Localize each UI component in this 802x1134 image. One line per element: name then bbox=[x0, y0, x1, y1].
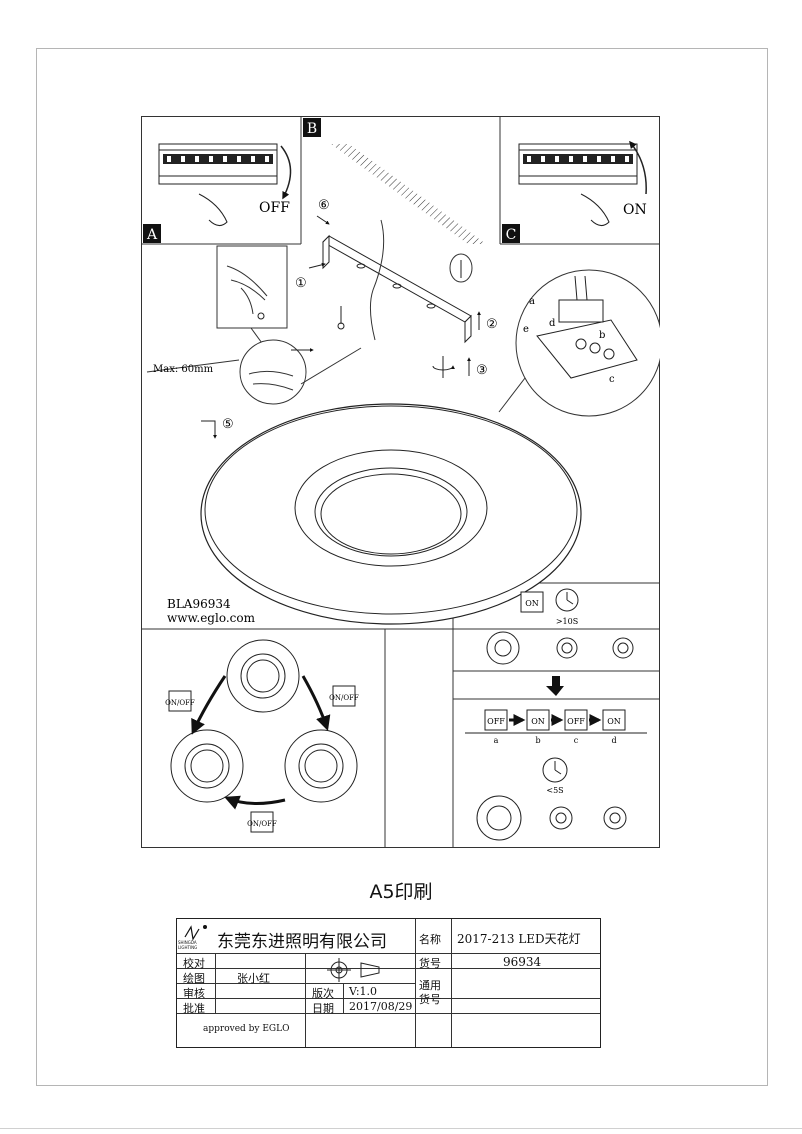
wire-label-b: b bbox=[599, 330, 605, 341]
on-label: ON bbox=[623, 202, 647, 218]
step-5-label: ⑤ bbox=[222, 417, 234, 432]
name-value: 2017-213 LED天花灯 bbox=[457, 932, 581, 946]
sequence-button-a: OFF bbox=[487, 717, 505, 726]
reset-on-button: ON bbox=[525, 599, 539, 608]
item-no-label: 货号 bbox=[419, 957, 441, 970]
ceiling-hatch bbox=[331, 144, 486, 244]
website: www.eglo.com bbox=[167, 611, 256, 625]
projection-symbol-icon bbox=[327, 958, 380, 982]
date-value: 2017/08/29 bbox=[349, 1000, 413, 1013]
sequence-button-d: ON bbox=[607, 717, 621, 726]
arrow-up-icon bbox=[629, 140, 647, 195]
logo-text: SHINGDA LIGHTING bbox=[178, 940, 198, 950]
general-label-2: 货号 bbox=[419, 993, 441, 1006]
step-6-label: ⑥ bbox=[318, 198, 330, 213]
breaker-box-icon bbox=[158, 143, 278, 185]
panel-c-label: C bbox=[506, 227, 517, 243]
arrow-down-icon bbox=[546, 686, 564, 696]
sequence-button-c: OFF bbox=[567, 717, 585, 726]
cycle-button-1: ON/OFF bbox=[165, 699, 195, 707]
hand-icon bbox=[580, 193, 610, 226]
sequence-timer-label: <5S bbox=[546, 786, 563, 795]
review-label: 审核 bbox=[183, 987, 205, 1000]
panel-b-label: B bbox=[307, 121, 317, 137]
installation-diagram: OFF A B ON C bbox=[141, 116, 660, 848]
print-title: A5印刷 bbox=[369, 881, 433, 903]
reset-panel: ON >10S OFF ON OFF ON a b c d <5S bbox=[465, 588, 647, 841]
panel-c: ON C bbox=[502, 140, 647, 243]
panel-a: OFF A bbox=[143, 143, 292, 243]
version-label: 版次 bbox=[312, 987, 334, 1000]
wire-detail-top bbox=[216, 245, 288, 351]
reset-timer-label: >10S bbox=[556, 617, 578, 626]
company-logo bbox=[184, 925, 207, 941]
sequence-letter-b: b bbox=[535, 736, 540, 745]
hand-icon bbox=[198, 193, 228, 226]
screw-detail bbox=[449, 253, 473, 283]
sequence-letter-a: a bbox=[494, 736, 499, 745]
approve-label: 批准 bbox=[183, 1002, 205, 1015]
arrow-down-icon bbox=[280, 145, 292, 200]
company-name: 东莞东进照明有限公司 bbox=[217, 932, 387, 952]
ceiling-lamp bbox=[200, 403, 582, 625]
panel-a-label: A bbox=[146, 227, 158, 243]
mounting-bracket bbox=[322, 234, 472, 344]
power-cable bbox=[369, 219, 385, 341]
mode-cycle bbox=[170, 639, 358, 810]
step-1-label: ① bbox=[295, 276, 307, 291]
wire-label-a: a bbox=[529, 296, 535, 307]
model-code: BLA96934 bbox=[167, 597, 231, 611]
title-block: SHINGDA LIGHTING 东莞东进照明有限公司 名称 2017-213 … bbox=[176, 918, 601, 1048]
page-frame bbox=[36, 48, 768, 1086]
general-label: 通用 bbox=[419, 979, 441, 992]
name-label: 名称 bbox=[419, 933, 441, 946]
date-label: 日期 bbox=[312, 1002, 334, 1015]
item-no-value: 96934 bbox=[503, 955, 542, 969]
draw-value: 张小红 bbox=[237, 972, 270, 985]
draw-label: 绘图 bbox=[183, 972, 205, 985]
approved-by: approved by EGLO bbox=[203, 1024, 290, 1034]
step-2-label: ② bbox=[486, 317, 498, 332]
sequence-letter-d: d bbox=[611, 736, 616, 745]
wire-label-e: e bbox=[523, 324, 529, 335]
wire-label-c: c bbox=[609, 374, 615, 385]
cycle-button-2: ON/OFF bbox=[329, 694, 359, 702]
check-label: 校对 bbox=[183, 957, 205, 970]
sequence-button-b: ON bbox=[531, 717, 545, 726]
version-value: V:1.0 bbox=[349, 985, 378, 998]
wire-strip-label: Max: 60mm bbox=[153, 364, 214, 375]
sequence-letter-c: c bbox=[574, 736, 579, 745]
cycle-button-3: ON/OFF bbox=[247, 820, 277, 828]
breaker-box-icon bbox=[518, 143, 638, 185]
bottom-rule bbox=[0, 1128, 802, 1129]
wire-label-d: d bbox=[549, 318, 556, 329]
off-label: OFF bbox=[259, 200, 290, 216]
step-3-label: ③ bbox=[476, 363, 488, 378]
